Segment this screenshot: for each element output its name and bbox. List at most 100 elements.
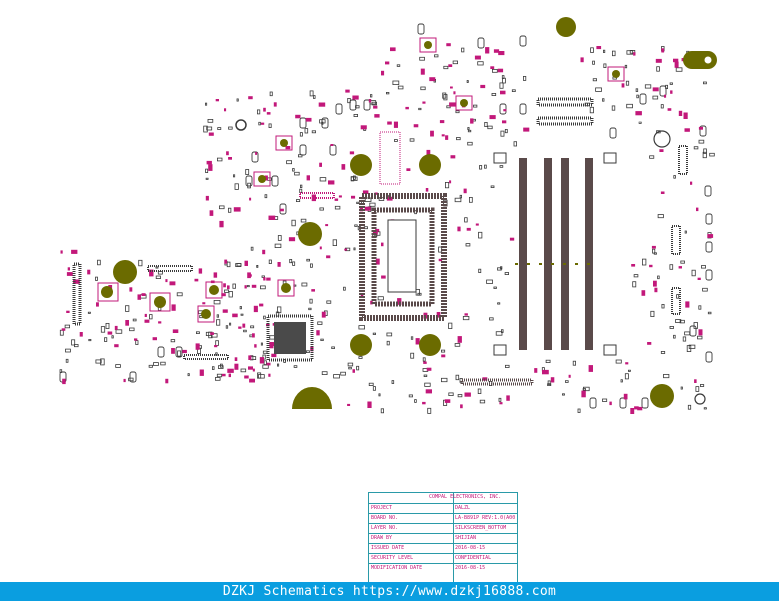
smd-component bbox=[656, 66, 660, 72]
smd-component bbox=[393, 139, 398, 142]
smd-component bbox=[684, 331, 691, 336]
mount-pad bbox=[350, 334, 372, 356]
smd-component bbox=[350, 176, 355, 182]
smd-component bbox=[484, 164, 487, 169]
silkscreen-mark bbox=[667, 108, 672, 111]
silkscreen-mark bbox=[223, 108, 227, 112]
smd-component bbox=[466, 80, 469, 83]
smd-component bbox=[372, 386, 376, 391]
silkscreen-mark bbox=[406, 168, 411, 171]
silkscreen-mark bbox=[381, 275, 386, 279]
inductor bbox=[97, 282, 119, 302]
smd-component bbox=[635, 88, 639, 92]
inductor bbox=[455, 95, 473, 111]
smd-component bbox=[225, 325, 229, 329]
silkscreen-mark bbox=[195, 343, 200, 350]
silkscreen-mark bbox=[288, 237, 296, 242]
smd-component bbox=[408, 394, 413, 398]
silkscreen-mark bbox=[344, 248, 348, 251]
silkscreen-mark bbox=[707, 234, 714, 238]
smd-component bbox=[477, 388, 482, 394]
capacitor bbox=[705, 269, 713, 281]
smd-component bbox=[266, 177, 272, 181]
smd-component bbox=[657, 275, 660, 280]
smd-component bbox=[582, 388, 586, 391]
smd-component bbox=[697, 335, 703, 340]
smd-component bbox=[446, 105, 451, 109]
silkscreen-mark bbox=[450, 155, 456, 159]
smd-component bbox=[292, 261, 296, 266]
smd-component bbox=[261, 275, 265, 278]
smd-component bbox=[250, 325, 255, 329]
smd-component bbox=[396, 64, 401, 67]
silkscreen-mark bbox=[66, 272, 73, 276]
smd-component bbox=[353, 247, 356, 251]
silkscreen-mark bbox=[327, 180, 335, 185]
silkscreen-mark bbox=[202, 302, 206, 305]
cpu-pin-field-top bbox=[379, 131, 401, 185]
smd-component bbox=[292, 168, 295, 172]
smd-component bbox=[547, 380, 551, 385]
silkscreen-mark bbox=[266, 362, 271, 366]
capacitor bbox=[519, 103, 527, 115]
silkscreen-mark bbox=[464, 313, 468, 316]
silkscreen-mark bbox=[670, 90, 673, 94]
smd-component bbox=[258, 121, 261, 126]
silkscreen-mark bbox=[696, 207, 699, 212]
smd-component bbox=[409, 138, 415, 142]
smd-component bbox=[275, 311, 280, 317]
silkscreen-mark bbox=[149, 269, 154, 277]
smd-component bbox=[213, 299, 221, 305]
silkscreen-mark bbox=[96, 302, 99, 307]
smd-component bbox=[358, 325, 365, 330]
mount-pad bbox=[419, 154, 441, 176]
smd-component bbox=[644, 84, 652, 89]
silkscreen-mark bbox=[326, 255, 331, 259]
smd-component bbox=[104, 337, 108, 342]
silkscreen-mark bbox=[253, 305, 258, 313]
title-block-value: LA-B891P REV:1.0(A00) bbox=[455, 515, 515, 521]
ec-chip bbox=[266, 314, 314, 362]
silkscreen-mark bbox=[474, 55, 481, 60]
smd-component bbox=[479, 399, 486, 404]
smd-component bbox=[229, 322, 232, 326]
smd-component bbox=[319, 177, 327, 182]
smd-component bbox=[378, 393, 381, 397]
smd-component bbox=[632, 281, 637, 288]
smd-component bbox=[595, 87, 602, 92]
capacitor bbox=[299, 144, 307, 156]
smd-component bbox=[334, 205, 341, 210]
silkscreen-mark bbox=[242, 323, 246, 328]
smd-component bbox=[680, 386, 683, 390]
silkscreen-mark bbox=[453, 91, 456, 95]
silkscreen-mark bbox=[262, 249, 266, 255]
smd-component bbox=[675, 319, 682, 323]
smd-component bbox=[177, 350, 182, 357]
silkscreen-mark bbox=[460, 404, 463, 409]
silkscreen-mark bbox=[436, 311, 441, 318]
silkscreen-mark bbox=[444, 399, 451, 403]
silkscreen-mark bbox=[523, 127, 530, 132]
silkscreen-mark bbox=[360, 125, 367, 130]
title-block-value: 2016-08-15 bbox=[455, 545, 486, 551]
smd-component bbox=[545, 359, 551, 364]
smd-component bbox=[467, 129, 472, 133]
smd-component bbox=[652, 248, 656, 254]
ram-slot-1 bbox=[519, 158, 527, 350]
smd-component bbox=[698, 139, 705, 144]
connector-lower bbox=[183, 354, 229, 360]
smd-component bbox=[676, 294, 680, 299]
title-block-row: SECURITY LEVEL CONFIDENTIAL bbox=[369, 553, 517, 563]
silkscreen-mark bbox=[364, 206, 371, 211]
smd-component bbox=[497, 302, 501, 305]
silkscreen-mark bbox=[252, 368, 255, 372]
small-components bbox=[59, 23, 715, 414]
smd-component bbox=[478, 268, 482, 274]
silkscreen-mark bbox=[268, 373, 271, 377]
capacitor bbox=[609, 127, 617, 139]
smd-component bbox=[504, 364, 510, 368]
silkscreen-mark bbox=[141, 293, 146, 297]
smd-component bbox=[523, 76, 527, 81]
smd-component bbox=[259, 285, 266, 290]
ram-mount-bl bbox=[493, 344, 507, 356]
